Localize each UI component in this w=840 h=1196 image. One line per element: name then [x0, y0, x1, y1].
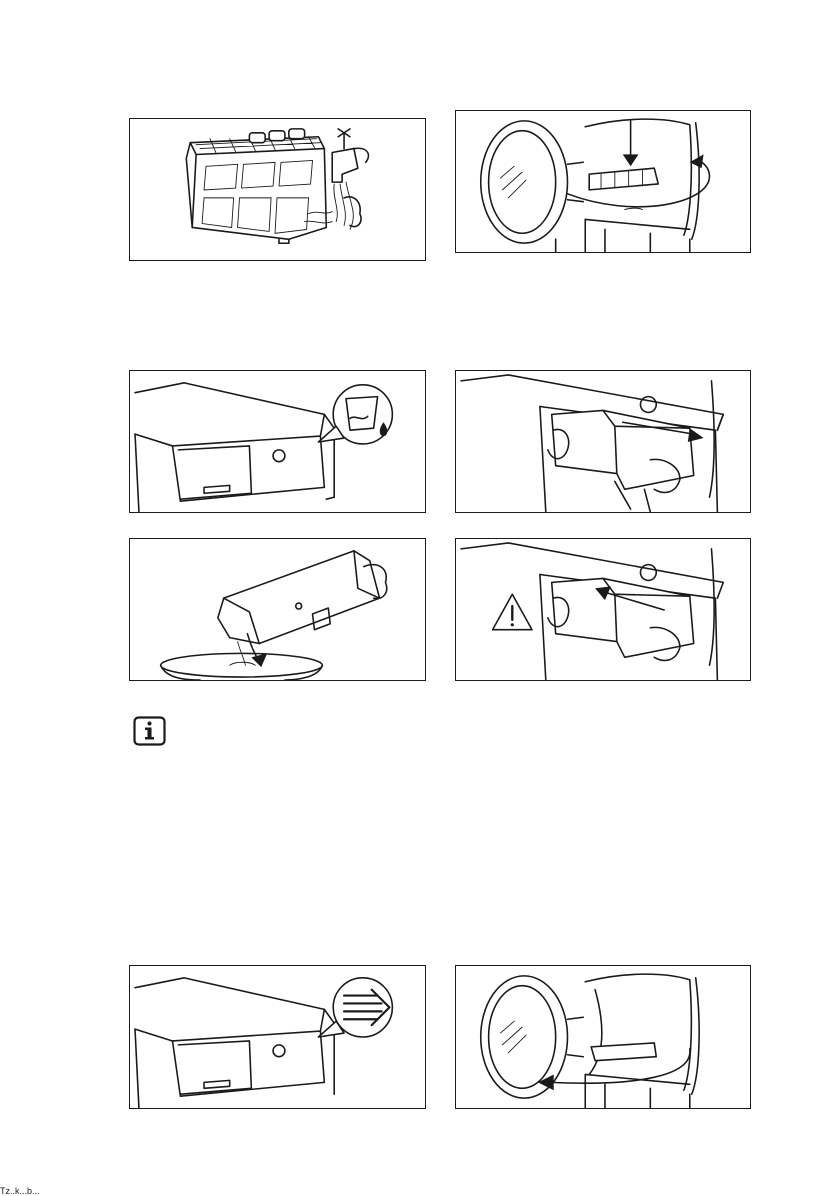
figure-pull-out-water-container	[455, 370, 751, 513]
filter-lines-arrow-icon	[130, 966, 425, 1108]
figure-insert-filter-close-door	[455, 110, 751, 253]
footer-fragment: Tz..k...b...	[0, 1186, 40, 1196]
figure-filter-clean-indicator	[129, 965, 426, 1109]
door-filter-arrow-illustration	[456, 111, 750, 252]
water-container-empty-icon	[130, 371, 425, 512]
figure-open-door	[455, 965, 751, 1109]
info-icon	[133, 716, 166, 746]
figure-rinse-filter	[129, 118, 426, 261]
container-in-arrow-warning-illustration	[456, 539, 750, 680]
figure-push-in-water-container	[455, 538, 751, 681]
figure-empty-water-container	[129, 538, 426, 681]
door-open-arrow-illustration	[456, 966, 750, 1108]
tap-water-filter-illustration	[130, 119, 425, 260]
warning-icon	[493, 594, 532, 629]
figure-water-container-indicator	[129, 370, 426, 513]
container-out-arrow-illustration	[456, 371, 750, 512]
pour-into-bowl-illustration	[130, 539, 425, 680]
